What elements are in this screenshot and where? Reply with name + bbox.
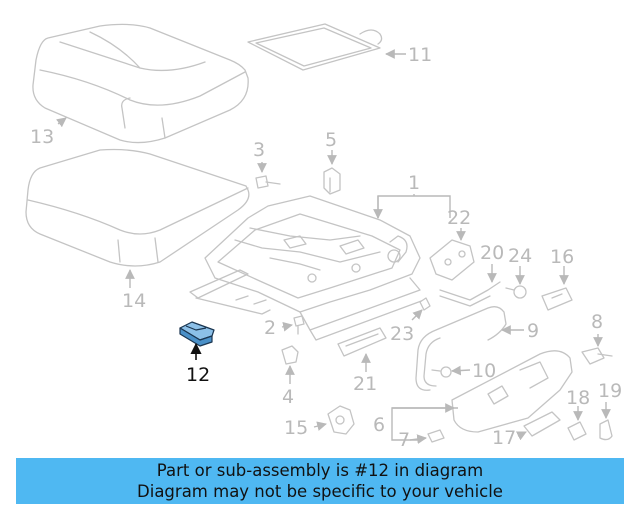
part-21-trim[interactable] [337,327,387,357]
callout-9: 9 [527,320,539,342]
callout-13: 13 [30,126,54,148]
callout-labels: 1 2 3 4 5 6 7 8 9 10 11 12 13 14 15 16 1… [30,44,622,451]
callout-10: 10 [472,360,496,382]
callout-20: 20 [480,242,504,264]
callout-23: 23 [390,323,414,345]
part-19-knob[interactable] [599,419,613,441]
part-11-heater-pad[interactable] [247,23,383,71]
part-24-bolt[interactable] [505,285,527,299]
callout-7: 7 [398,429,410,451]
part-14-cushion-pad[interactable] [25,148,250,267]
callout-19: 19 [598,380,622,402]
callout-1: 1 [408,172,420,194]
callout-6: 6 [373,414,385,436]
part-1-seat-frame[interactable] [189,195,425,341]
info-banner: Part or sub-assembly is #12 in diagram D… [16,458,624,504]
callout-22: 22 [447,207,471,229]
banner-line-part-info: Part or sub-assembly is #12 in diagram [156,461,484,480]
part-20-bracket[interactable] [439,281,501,307]
callout-14: 14 [122,290,146,312]
callout-4: 4 [282,386,294,408]
part-6-side-shield[interactable] [451,350,573,433]
part-8-connector[interactable] [581,347,613,365]
callout-24: 24 [508,245,532,267]
part-3-bolt[interactable] [255,175,281,189]
callout-8: 8 [591,311,603,333]
part-23-clip[interactable] [419,297,431,311]
part-17-cover[interactable] [523,411,561,437]
part-10-screw[interactable] [431,366,452,378]
banner-line-disclaimer: Diagram may not be specific to your vehi… [137,482,503,501]
part-7-clip[interactable] [427,429,445,443]
callout-15: 15 [284,417,308,439]
part-22-motor-bracket[interactable] [429,239,475,281]
part-4-clip[interactable] [281,345,299,365]
part-16-switch[interactable] [541,287,573,311]
callout-2: 2 [264,317,276,339]
leader-lines [56,49,611,444]
part-2-bolt[interactable] [293,315,305,335]
callout-16: 16 [550,246,574,268]
callout-17: 17 [492,427,516,449]
part-15-motor[interactable] [327,405,355,435]
part-12-highlighted[interactable] [179,321,215,347]
part-18-cap[interactable] [567,421,587,441]
callout-21: 21 [353,373,377,395]
callout-18: 18 [566,387,590,409]
callout-11: 11 [408,44,432,66]
part-5-clip[interactable] [323,167,341,195]
callout-3: 3 [253,139,265,161]
part-13-cushion-cover[interactable] [32,23,249,144]
callout-5: 5 [325,129,337,151]
callout-12: 12 [186,364,210,386]
